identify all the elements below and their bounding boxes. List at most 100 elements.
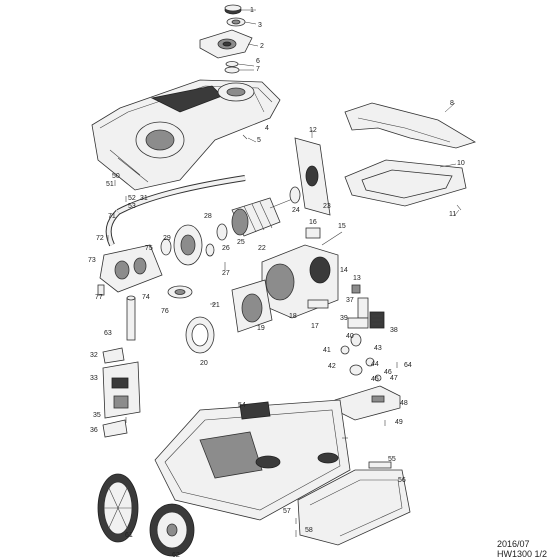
callout-38: 38 bbox=[390, 327, 398, 334]
callout-24: 24 bbox=[292, 207, 300, 214]
bearing-part-23 bbox=[289, 186, 301, 204]
callout-55: 55 bbox=[388, 456, 396, 463]
callout-12: 12 bbox=[309, 127, 317, 134]
callout-63: 63 bbox=[104, 330, 112, 337]
pump-body-part-74 bbox=[97, 244, 163, 296]
lid-part-2 bbox=[199, 29, 253, 59]
bracket-part-12 bbox=[294, 137, 331, 216]
callout-29: 29 bbox=[163, 235, 171, 242]
block-part-13 bbox=[351, 284, 361, 294]
callout-32: 32 bbox=[90, 352, 98, 359]
clip-part-32 bbox=[102, 347, 125, 364]
callout-4: 4 bbox=[265, 125, 269, 132]
bearing-part-25 bbox=[216, 223, 228, 241]
callout-39: 39 bbox=[340, 315, 348, 322]
callout-2: 2 bbox=[260, 43, 264, 50]
callout-43: 43 bbox=[374, 345, 382, 352]
callout-33: 33 bbox=[90, 375, 98, 382]
callout-11: 11 bbox=[449, 211, 456, 218]
callout-14: 14 bbox=[340, 267, 348, 274]
callout-73: 73 bbox=[88, 257, 96, 264]
frame-part-10 bbox=[344, 159, 467, 207]
callout-41: 41 bbox=[323, 347, 331, 354]
callout-37: 37 bbox=[346, 297, 354, 304]
side-cover-part-8 bbox=[344, 102, 476, 149]
top-housing-part-4 bbox=[91, 79, 281, 191]
callout-50: 50 bbox=[112, 173, 120, 180]
clip-part-36 bbox=[102, 419, 128, 438]
callout-10: 10 bbox=[457, 160, 465, 167]
connector-part-39 bbox=[347, 317, 369, 329]
switch-plate-part-48 bbox=[334, 385, 401, 421]
callout-77: 77 bbox=[95, 294, 103, 301]
hose-part-53 bbox=[105, 175, 246, 247]
callout-35: 35 bbox=[93, 412, 101, 419]
callout-53: 53 bbox=[128, 203, 136, 210]
screws bbox=[107, 134, 462, 537]
callout-54: 54 bbox=[238, 402, 246, 409]
model-sheet-label: HW1300 1/2 bbox=[497, 549, 548, 559]
block-part-16 bbox=[305, 227, 321, 239]
callout-13: 13 bbox=[353, 275, 361, 282]
callout-22: 22 bbox=[258, 245, 266, 252]
callout-1: 1 bbox=[250, 7, 254, 14]
callout-20: 20 bbox=[200, 360, 208, 367]
callout-28: 28 bbox=[204, 213, 212, 220]
holder-part-33 bbox=[102, 361, 141, 419]
callout-76: 76 bbox=[161, 308, 169, 315]
callout-25: 25 bbox=[237, 239, 245, 246]
washer-part-3 bbox=[226, 17, 246, 27]
label-part-55 bbox=[368, 461, 392, 469]
seal-ring-part-20 bbox=[185, 316, 215, 354]
callout-56: 56 bbox=[398, 477, 406, 484]
callout-5: 5 bbox=[257, 137, 261, 144]
cap-part-1 bbox=[224, 4, 242, 15]
callout-27: 27 bbox=[222, 270, 230, 277]
callout-labels: 1 3 2 6 7 4 5 8 10 11 12 15 16 24 23 28 … bbox=[88, 7, 465, 559]
callout-71: 71 bbox=[108, 213, 116, 220]
callout-21: 21 bbox=[212, 302, 220, 309]
clip-part-17 bbox=[307, 299, 329, 309]
callout-42: 42 bbox=[328, 363, 336, 370]
callout-18: 18 bbox=[289, 313, 297, 320]
callout-44: 44 bbox=[371, 361, 379, 368]
switch-parts-37-38 bbox=[357, 297, 385, 329]
callout-45: 45 bbox=[371, 376, 379, 383]
callout-3: 3 bbox=[258, 22, 262, 29]
cover-part-56 bbox=[297, 469, 411, 546]
seal-part-29 bbox=[160, 238, 172, 256]
pump-flange-part-28 bbox=[173, 224, 203, 266]
callout-40: 40 bbox=[346, 333, 354, 340]
pipe-part-63 bbox=[126, 295, 136, 341]
leader-lines bbox=[237, 9, 460, 216]
callout-7: 7 bbox=[256, 66, 260, 73]
callout-48: 48 bbox=[400, 400, 408, 407]
wheel-part-61 bbox=[97, 473, 139, 543]
diagram-date: 2016/07 bbox=[497, 539, 530, 549]
callout-31: 31 bbox=[140, 195, 148, 202]
callout-16: 16 bbox=[309, 219, 317, 226]
callout-64: 64 bbox=[404, 362, 412, 369]
callout-62: 62 bbox=[172, 552, 180, 559]
callout-57: 57 bbox=[283, 508, 291, 515]
callout-47: 47 bbox=[390, 375, 398, 382]
callout-17: 17 bbox=[311, 323, 319, 330]
valve-part-76 bbox=[167, 285, 193, 299]
callout-52: 52 bbox=[128, 195, 136, 202]
callout-19: 19 bbox=[257, 325, 265, 332]
knob-parts-40-45 bbox=[340, 333, 382, 382]
callout-36: 36 bbox=[90, 427, 98, 434]
callout-72: 72 bbox=[96, 235, 104, 242]
ring-part-26 bbox=[205, 243, 215, 257]
callout-75: 75 bbox=[145, 245, 153, 252]
screw-part-15 bbox=[321, 231, 343, 246]
callout-61: 61 bbox=[125, 532, 133, 539]
callout-6: 6 bbox=[256, 58, 260, 65]
wheel-part-62 bbox=[149, 503, 195, 557]
base-part-54 bbox=[154, 399, 351, 521]
callout-23: 23 bbox=[323, 203, 331, 210]
armature-part-24 bbox=[231, 195, 301, 237]
callout-26: 26 bbox=[222, 245, 230, 252]
callout-8: 8 bbox=[450, 100, 454, 107]
